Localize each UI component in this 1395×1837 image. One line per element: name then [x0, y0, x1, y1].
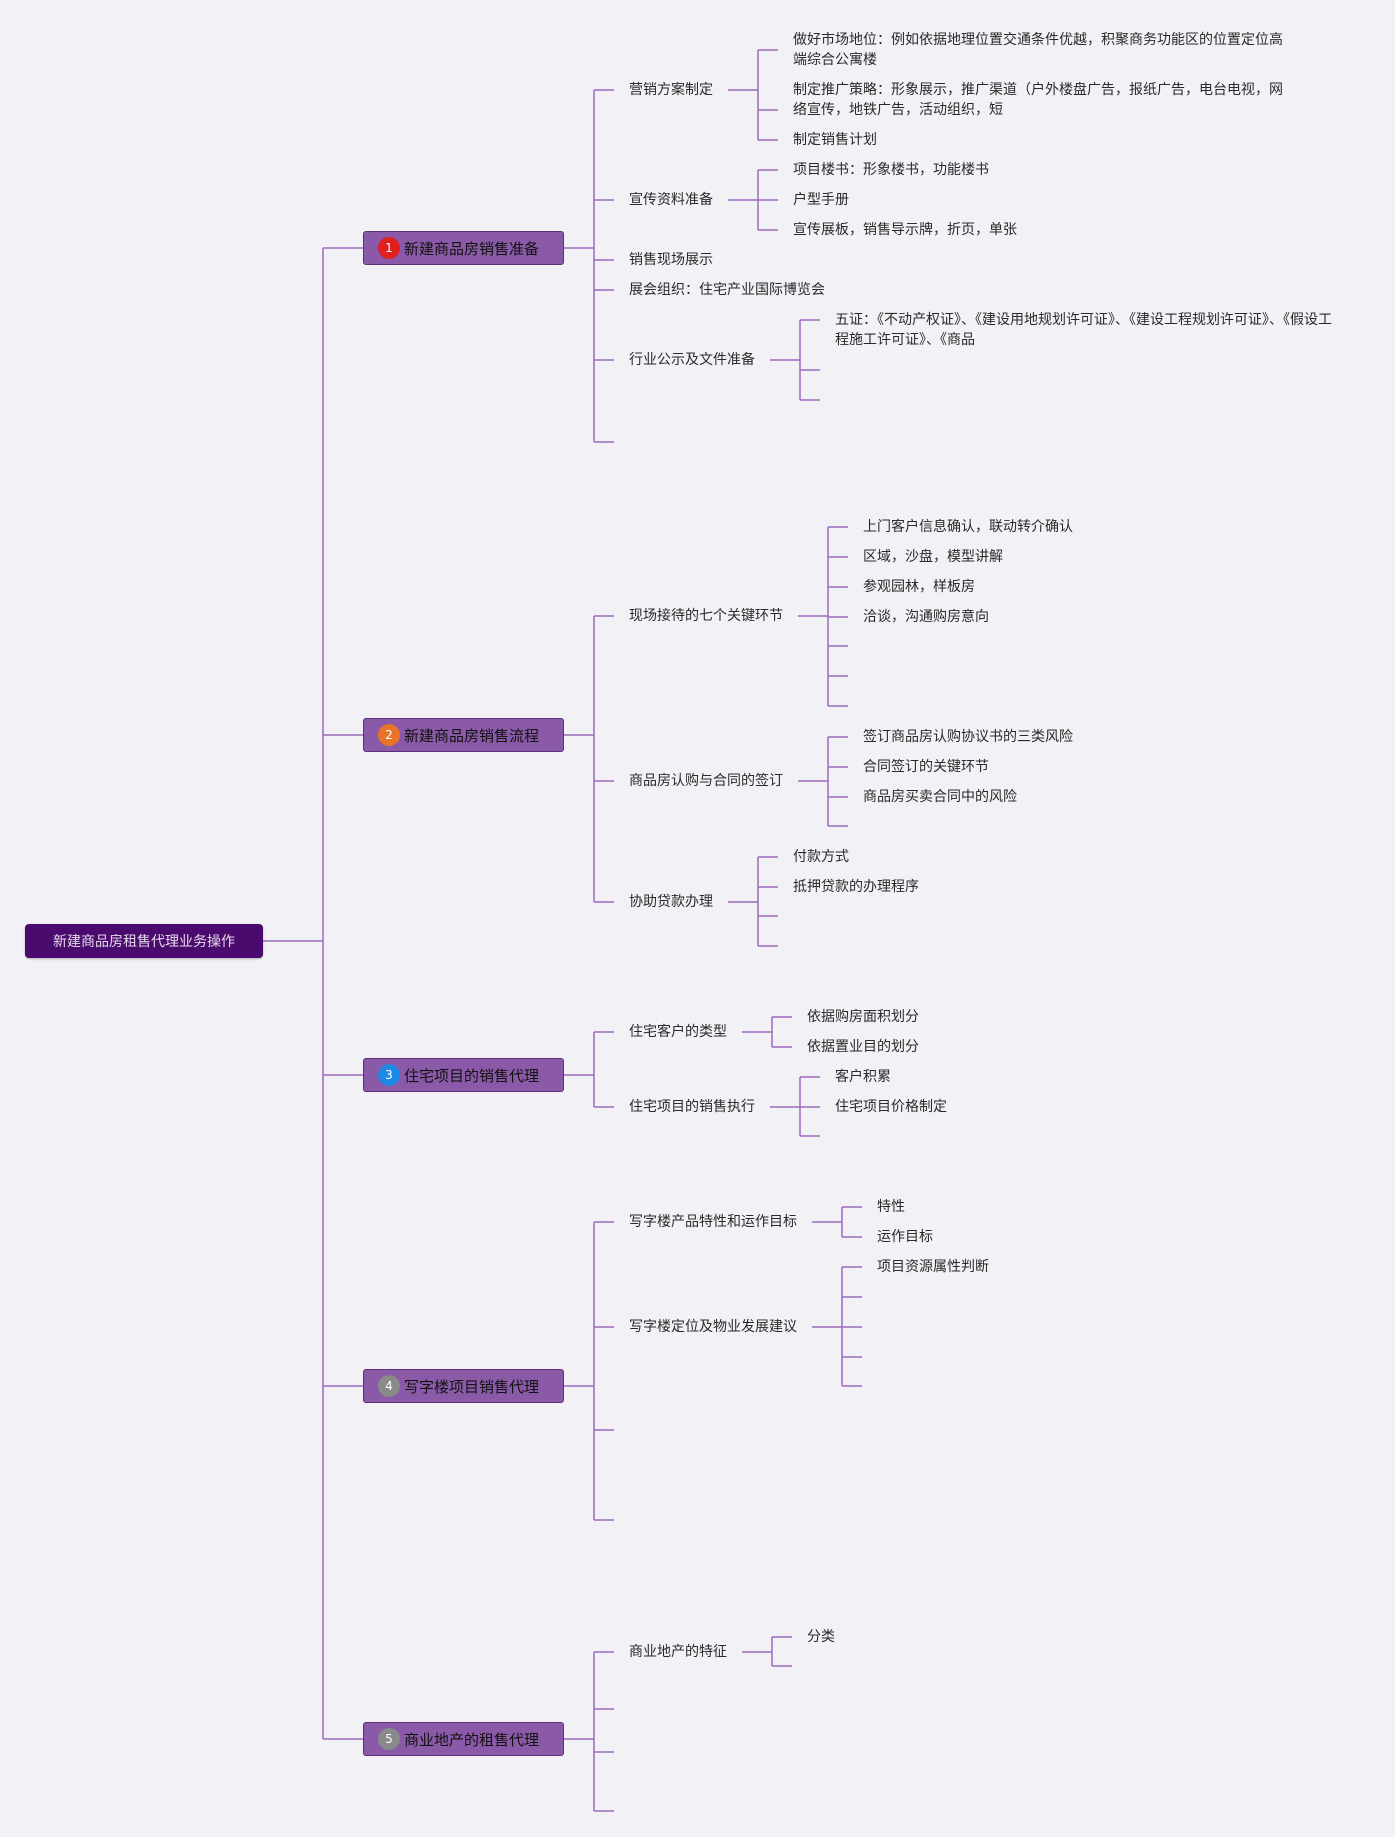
subnode-site-display[interactable]: 销售现场展示: [629, 252, 713, 268]
leaf-classification[interactable]: 分类: [807, 1629, 835, 1645]
leaf-by-area[interactable]: 依据购房面积划分: [807, 1009, 919, 1025]
branch-node-label: 新建商品房销售流程: [404, 726, 540, 745]
priority-3-icon: 3: [378, 1064, 400, 1086]
leaf-model-explain[interactable]: 区域，沙盘，模型讲解: [863, 549, 1003, 565]
branch-node-label: 写字楼项目销售代理: [404, 1377, 540, 1396]
leaf-customer-accumulation[interactable]: 客户积累: [835, 1069, 891, 1085]
leaf-market-positioning[interactable]: 做好市场地位：例如依据地理位置交通条件优越，积聚商务功能区的位置定位高端综合公寓…: [793, 32, 1283, 68]
leaf-payment-method[interactable]: 付款方式: [793, 849, 849, 865]
branch-node-label: 住宅项目的销售代理: [404, 1066, 540, 1085]
subnode-office-features[interactable]: 写字楼产品特性和运作目标: [629, 1214, 797, 1230]
subnode-marketing-plan[interactable]: 营销方案制定: [629, 82, 713, 98]
priority-1-icon: 1: [378, 237, 400, 259]
leaf-brochures[interactable]: 项目楼书：形象楼书，功能楼书: [793, 162, 989, 178]
leaf-by-purpose[interactable]: 依据置业目的划分: [807, 1039, 919, 1055]
subnode-industry-docs[interactable]: 行业公示及文件准备: [629, 352, 755, 368]
branch-node-2[interactable]: 2 新建商品房销售流程: [363, 718, 564, 752]
branch-node-5[interactable]: 5 商业地产的租售代理: [363, 1722, 564, 1756]
branch-node-4[interactable]: 4 写字楼项目销售代理: [363, 1369, 564, 1403]
root-node-label: 新建商品房租售代理业务操作: [53, 934, 235, 950]
leaf-subscription-risks[interactable]: 签订商品房认购协议书的三类风险: [863, 729, 1073, 745]
branch-node-1[interactable]: 1 新建商品房销售准备: [363, 231, 564, 265]
branch-node-label: 商业地产的租售代理: [404, 1730, 540, 1749]
leaf-contract-steps[interactable]: 合同签订的关键环节: [863, 759, 989, 775]
branch-node-3[interactable]: 3 住宅项目的销售代理: [363, 1058, 564, 1092]
subnode-promo-materials[interactable]: 宣传资料准备: [629, 192, 713, 208]
leaf-negotiation[interactable]: 洽谈，沟通购房意向: [863, 609, 989, 625]
leaf-pricing[interactable]: 住宅项目价格制定: [835, 1099, 947, 1115]
leaf-resource-judgement[interactable]: 项目资源属性判断: [877, 1259, 989, 1275]
leaf-promotion-strategy[interactable]: 制定推广策略：形象展示，推广渠道（户外楼盘广告，报纸广告，电台电视，网络宣传，地…: [793, 82, 1283, 118]
subnode-reception[interactable]: 现场接待的七个关键环节: [629, 608, 783, 624]
subnode-office-positioning[interactable]: 写字楼定位及物业发展建议: [629, 1319, 797, 1335]
priority-5-icon: 5: [378, 1728, 400, 1750]
subnode-subscription-contract[interactable]: 商品房认购与合同的签订: [629, 773, 783, 789]
leaf-operation-goals[interactable]: 运作目标: [877, 1229, 933, 1245]
leaf-sales-plan[interactable]: 制定销售计划: [793, 132, 877, 148]
leaf-show-flat[interactable]: 参观园林，样板房: [863, 579, 975, 595]
subnode-loan-assist[interactable]: 协助贷款办理: [629, 894, 713, 910]
subnode-commercial-features[interactable]: 商业地产的特征: [629, 1644, 727, 1660]
priority-2-icon: 2: [378, 724, 400, 746]
leaf-display-boards[interactable]: 宣传展板，销售导示牌，折页，单张: [793, 222, 1017, 238]
branch-node-label: 新建商品房销售准备: [404, 239, 540, 258]
subnode-sales-execution[interactable]: 住宅项目的销售执行: [629, 1099, 755, 1115]
leaf-customer-confirm[interactable]: 上门客户信息确认，联动转介确认: [863, 519, 1073, 535]
leaf-mortgage-procedure[interactable]: 抵押贷款的办理程序: [793, 879, 919, 895]
leaf-five-certificates[interactable]: 五证：《不动产权证》、《建设用地规划许可证》、《建设工程规划许可证》、《假设工程…: [835, 312, 1332, 348]
priority-4-icon: 4: [378, 1375, 400, 1397]
subnode-expo[interactable]: 展会组织：住宅产业国际博览会: [629, 282, 825, 298]
subnode-customer-types[interactable]: 住宅客户的类型: [629, 1024, 727, 1040]
leaf-features[interactable]: 特性: [877, 1199, 905, 1215]
root-node[interactable]: 新建商品房租售代理业务操作: [25, 924, 263, 958]
leaf-contract-risks[interactable]: 商品房买卖合同中的风险: [863, 789, 1017, 805]
leaf-floorplan-manual[interactable]: 户型手册: [793, 192, 849, 208]
